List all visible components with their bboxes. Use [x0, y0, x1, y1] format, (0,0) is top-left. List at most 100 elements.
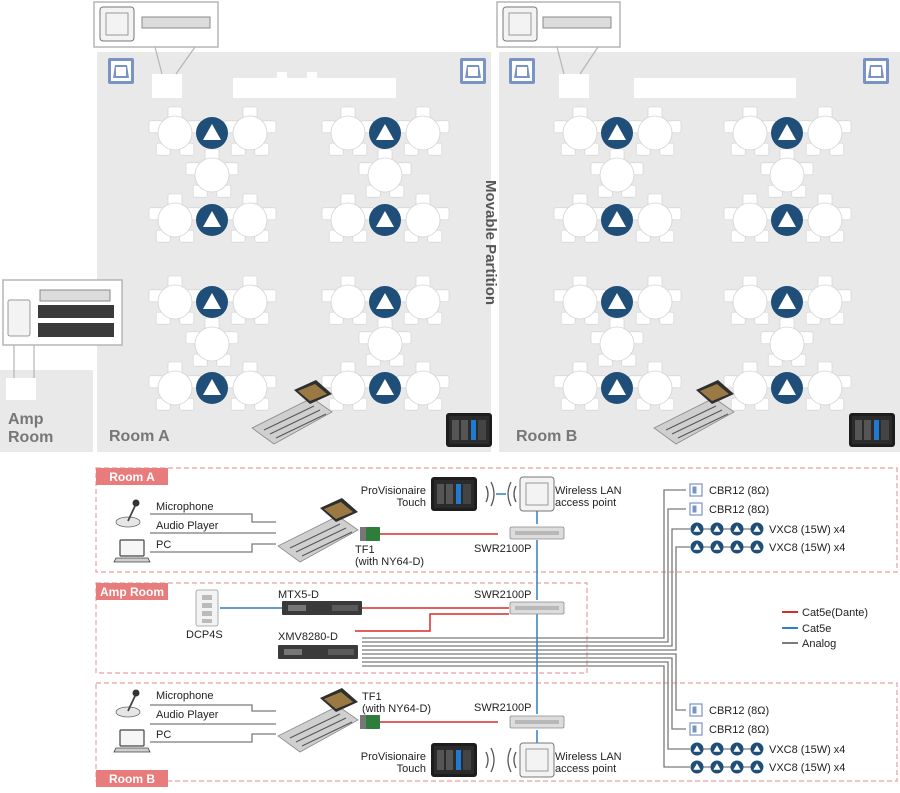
table-top	[405, 202, 441, 238]
table-top	[732, 284, 768, 320]
room-a-rack-spot	[152, 74, 182, 98]
pc-icon	[113, 729, 151, 753]
vxc8-speaker-icon	[750, 760, 764, 774]
room-b-section	[95, 682, 898, 782]
room-b-cbr1-label: CBR12 (8Ω)	[709, 705, 769, 717]
ceiling-speaker-icon	[369, 286, 401, 318]
room-a-tag-bg	[96, 468, 168, 485]
table-top	[232, 284, 268, 320]
room-b-tf1-sub-label: (with NY64-D)	[362, 703, 431, 715]
provisionaire-tablet-icon	[431, 743, 477, 777]
ny64d-card-icon	[360, 527, 380, 541]
room-b-cbr2-label: CBR12 (8Ω)	[709, 724, 769, 736]
table-top	[232, 370, 268, 406]
table-top	[599, 157, 635, 193]
room-a-cbr1-label: CBR12 (8Ω)	[709, 485, 769, 497]
legend-dante-label: Cat5e(Dante)	[802, 607, 868, 619]
wireless-ap-icon	[519, 476, 555, 512]
vxc8-speaker-icon	[730, 742, 744, 756]
ceiling-speaker-icon	[771, 372, 803, 404]
amp-room-tag: Amp Room	[100, 585, 164, 599]
ceiling-speaker-icon	[601, 117, 633, 149]
table-top	[194, 157, 230, 193]
schematic: Room A Amp Room Room B	[95, 467, 898, 787]
room-b-tf1-label: TF1	[362, 691, 382, 703]
room-a-microphone-label: Microphone	[156, 501, 213, 513]
table-top	[807, 284, 843, 320]
room-b-vxc2-label: VXC8 (15W) x4	[769, 762, 845, 774]
table-top	[637, 115, 673, 151]
table-top	[637, 202, 673, 238]
amp-room-switch-label: SWR2100P	[474, 589, 531, 601]
room-b-switch-label: SWR2100P	[474, 702, 531, 714]
room-a-cbr2-label: CBR12 (8Ω)	[709, 504, 769, 516]
table-top	[562, 370, 598, 406]
ceiling-speaker-icon	[771, 204, 803, 236]
room-b-provisionaire-sub-label: Touch	[397, 763, 426, 775]
network-switch-icon	[509, 526, 565, 540]
table-top	[157, 370, 193, 406]
room-b-tag-bg	[96, 770, 168, 787]
floor-tablet-icon	[446, 413, 492, 447]
room-b-tag: Room B	[109, 772, 155, 786]
cbr12-speaker-icon	[689, 722, 703, 736]
cbr12-speaker-icon	[689, 703, 703, 717]
room-a-wlan-label: Wireless LAN	[555, 485, 622, 497]
mtx5d-processor-icon	[282, 601, 362, 615]
partition-label: Movable Partition	[482, 180, 499, 305]
ceiling-speaker-icon	[369, 204, 401, 236]
legend: Cat5e(Dante) Cat5e Analog	[782, 607, 868, 650]
microphone-icon	[115, 498, 141, 528]
vxc8-speaker-icon	[710, 760, 724, 774]
provisionaire-tablet-icon	[431, 477, 477, 511]
table-top	[562, 284, 598, 320]
network-switch-icon	[509, 601, 565, 615]
analog-cables	[150, 489, 760, 768]
amp-room-label-line2: Room	[8, 429, 53, 446]
ceiling-speaker-icon	[196, 117, 228, 149]
vxc8-speaker-icon	[750, 522, 764, 536]
room-b-rack-callout	[496, 1, 621, 75]
ceiling-speaker-icon	[601, 372, 633, 404]
room-a-switch-label: SWR2100P	[474, 543, 531, 555]
amp-room-dcp-label: DCP4S	[186, 629, 223, 641]
table-top	[232, 115, 268, 151]
ceiling-speaker-icon	[196, 372, 228, 404]
vxc8-speaker-icon	[730, 760, 744, 774]
room-b-vxc1-label: VXC8 (15W) x4	[769, 744, 845, 756]
room-a-tag: Room A	[109, 470, 155, 484]
wireless-ap-icon	[519, 742, 555, 778]
table-top	[769, 157, 805, 193]
room-a-vxc2-label: VXC8 (15W) x4	[769, 542, 845, 554]
room-a-provisionaire-label: ProVisionaire	[361, 485, 426, 497]
network-switch-icon	[509, 715, 565, 729]
ceiling-speaker-icon	[771, 117, 803, 149]
table-top	[599, 326, 635, 362]
table-top	[367, 326, 403, 362]
vxc8-speaker-icon	[730, 522, 744, 536]
table-top	[807, 202, 843, 238]
room-a-tf1-label: TF1	[355, 544, 375, 556]
table-top	[807, 370, 843, 406]
ceiling-speaker-icon	[601, 286, 633, 318]
wireless-waves-icon	[485, 747, 517, 773]
room-a-wlan-sub-label: access point	[555, 497, 616, 509]
tf1-mixer-icon	[277, 687, 359, 753]
table-top	[637, 284, 673, 320]
vxc8-speaker-icon	[730, 540, 744, 554]
vxc8-speaker-icon	[750, 540, 764, 554]
table-top	[330, 370, 366, 406]
vxc8-speaker-icon	[710, 540, 724, 554]
room-a-head-chair	[277, 72, 287, 80]
table-top	[405, 370, 441, 406]
room-a-head-chair	[307, 72, 317, 80]
xmv8280d-amp-icon	[278, 645, 358, 659]
vxc8-speaker-icon	[710, 522, 724, 536]
vxc8-speaker-icon	[690, 540, 704, 554]
table-top	[194, 326, 230, 362]
room-b-label: Room B	[516, 428, 577, 445]
room-b-microphone-label: Microphone	[156, 690, 213, 702]
vxc8-speaker-icon	[690, 742, 704, 756]
table-top	[637, 370, 673, 406]
